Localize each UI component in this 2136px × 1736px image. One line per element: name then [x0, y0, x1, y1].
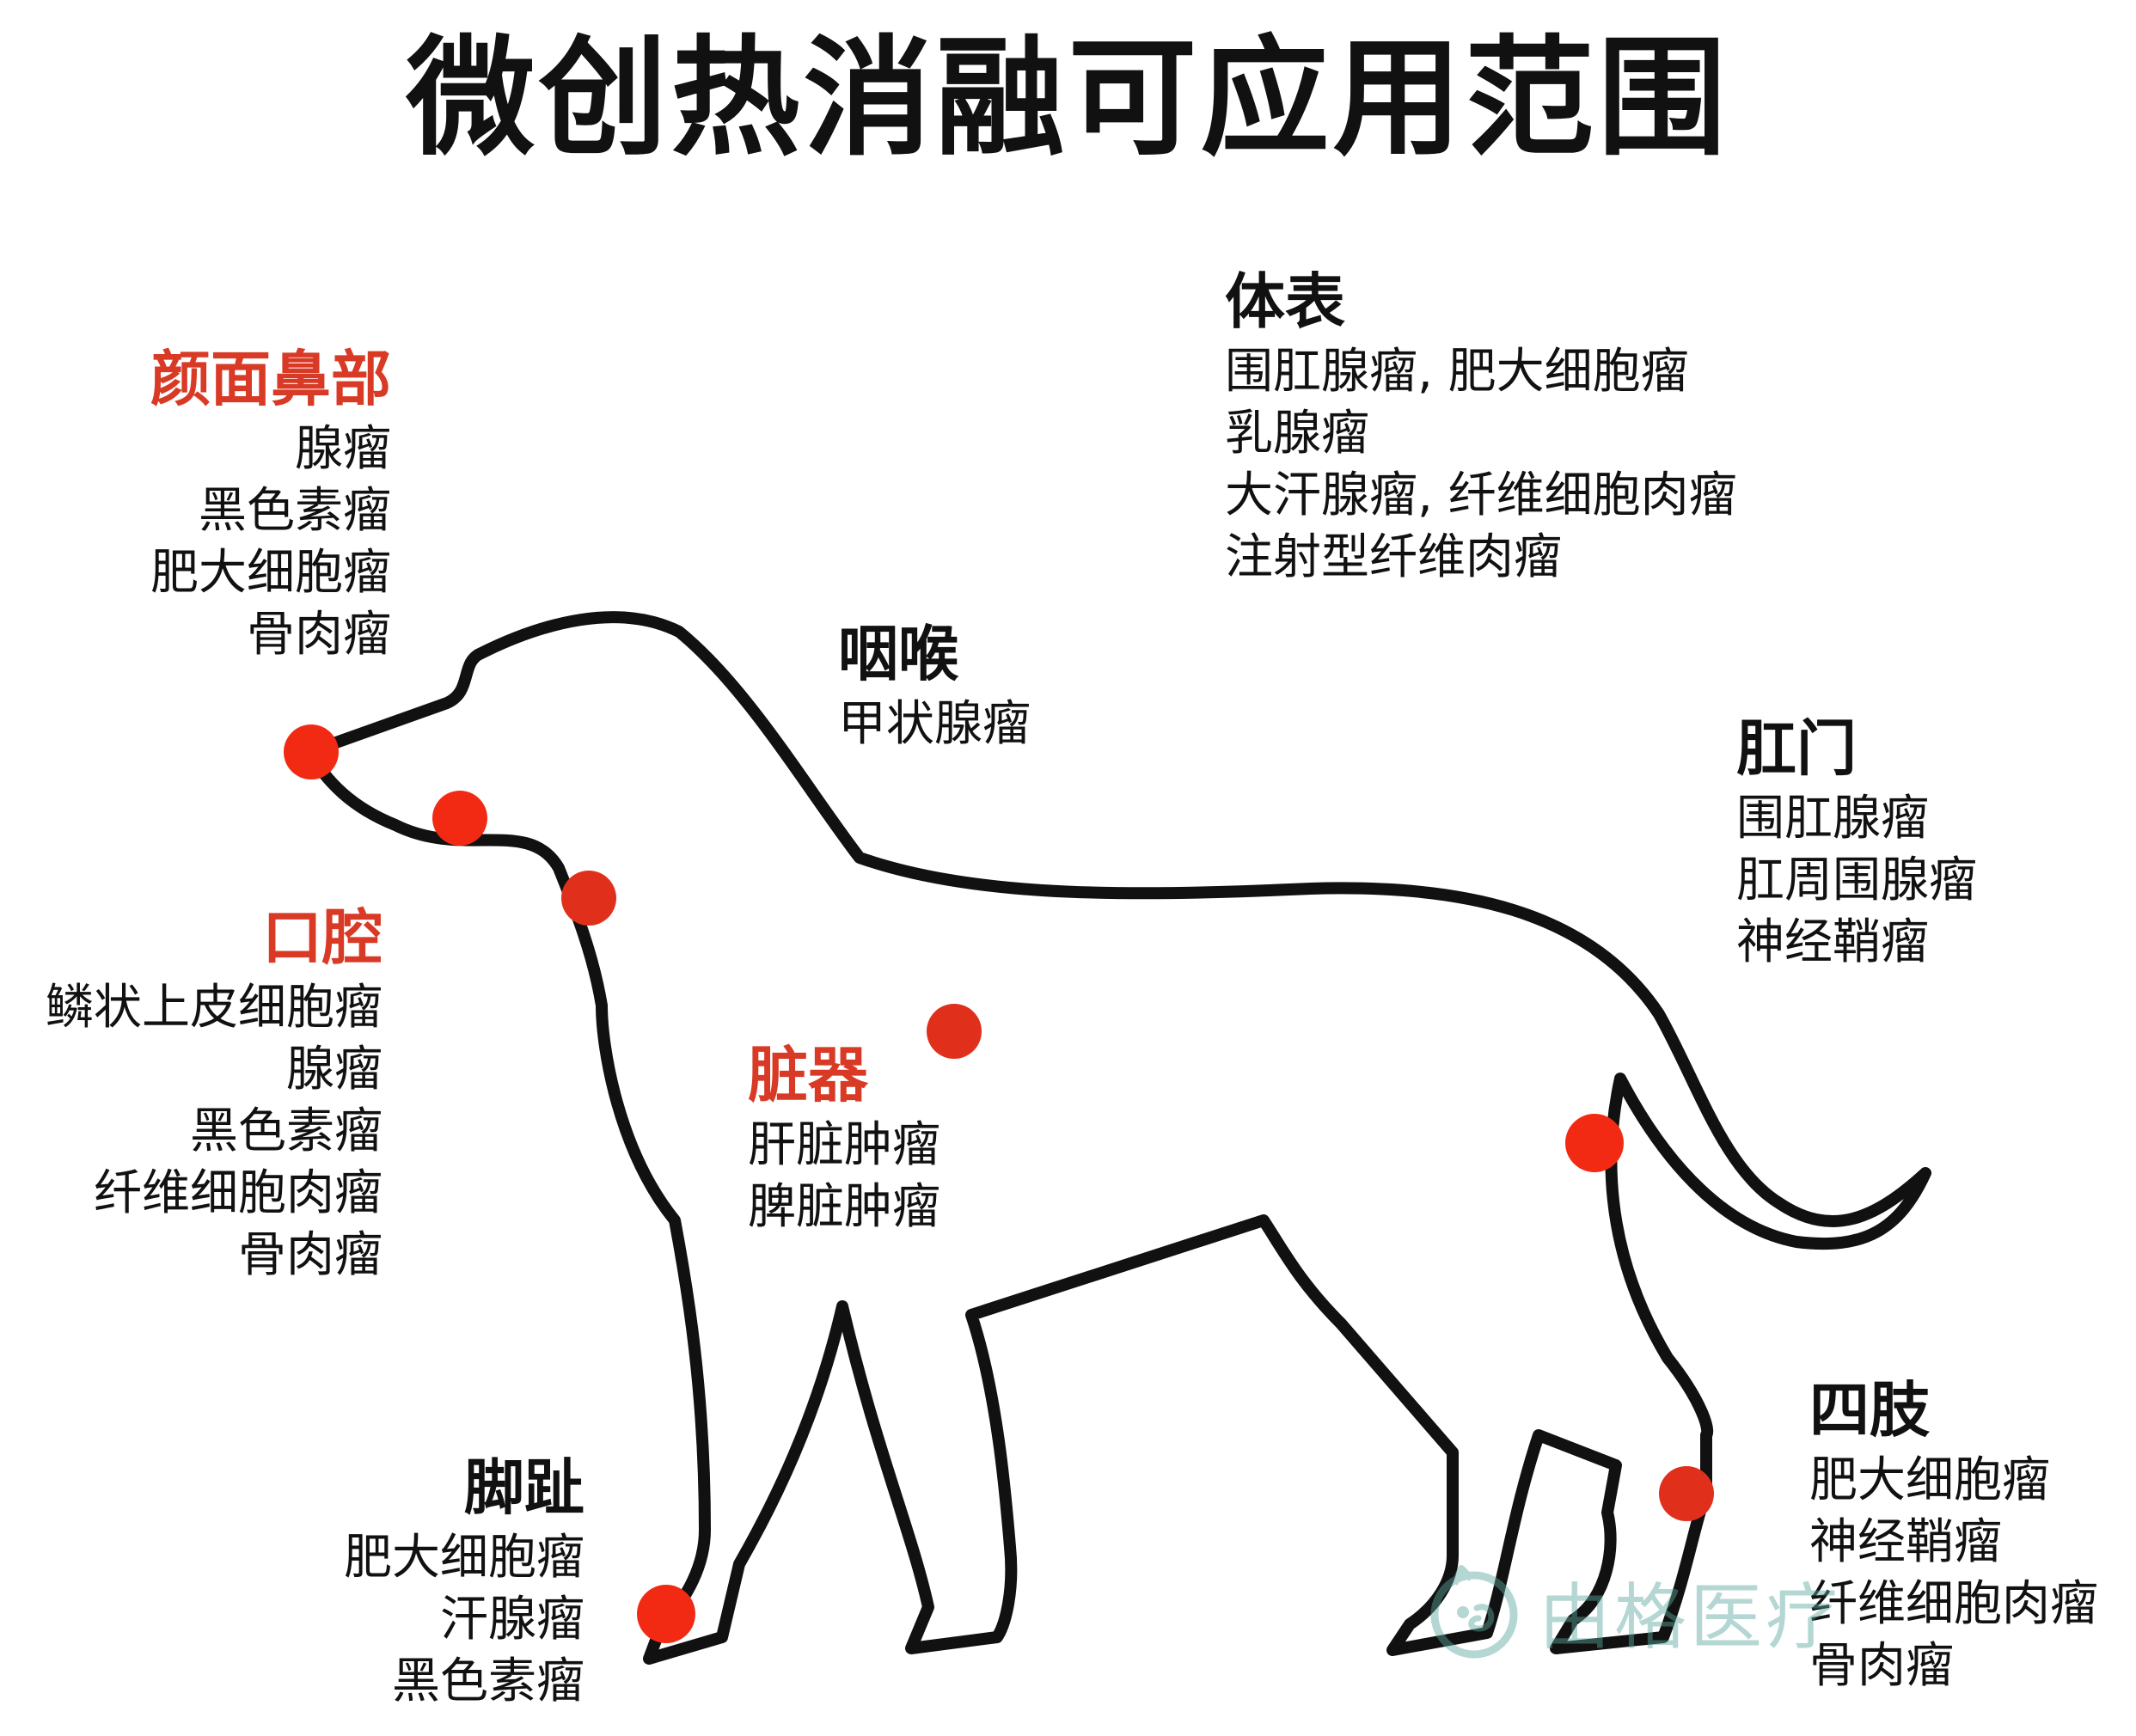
marker-anus: [1565, 1114, 1624, 1172]
list-item: 神经鞘瘤: [1809, 1513, 2002, 1570]
list-item: 骨肉瘤: [247, 606, 391, 663]
list-item: 汗腺瘤: [440, 1591, 584, 1647]
list-item: 肥大细胞瘤: [1809, 1452, 2050, 1508]
marker-nose: [284, 724, 339, 779]
location-markers: [284, 724, 1714, 1643]
marker-throat: [561, 871, 616, 926]
marker-mouth: [432, 791, 487, 846]
list-item: 注射型纤维肉瘤: [1225, 529, 1562, 585]
heading-throat: 咽喉: [838, 619, 958, 689]
mascot-logo-icon: [1430, 1564, 1518, 1658]
dog-outline: [303, 611, 1931, 1665]
heading-anus: 肛门: [1736, 713, 1857, 784]
list-item: 肝脏肿瘤: [748, 1116, 940, 1173]
group-oral: 口腔 鳞状上皮细胞瘤 腺瘤 黑色素瘤 纤维细胞肉瘤 骨肉瘤: [46, 902, 383, 1287]
list-item: 骨肉瘤: [238, 1226, 383, 1283]
heading-toe: 脚趾: [464, 1452, 584, 1523]
group-organ: 脏器 肝脏肿瘤 脾脏肿瘤: [748, 1040, 940, 1238]
marker-limb: [1659, 1466, 1714, 1521]
group-surface: 体表 围肛腺瘤, 肥大细胞瘤 乳腺瘤 大汗腺瘤, 纤维细胞肉瘤 注射型纤维肉瘤: [1225, 266, 1737, 589]
list-item: 鳞状上皮细胞瘤: [46, 979, 383, 1036]
group-anus: 肛门 围肛腺瘤 肛周围腺瘤 神经鞘瘤: [1736, 713, 1977, 974]
heading-face: 颜面鼻部: [150, 344, 391, 414]
list-item: 肥大细胞瘤: [344, 1529, 584, 1586]
list-item: 腺瘤: [295, 420, 391, 477]
group-throat: 咽喉 甲状腺瘤: [838, 619, 1031, 755]
list-item: 大汗腺瘤, 纤维细胞肉瘤: [1225, 467, 1737, 523]
list-item: 围肛腺瘤, 肥大细胞瘤: [1225, 343, 1689, 400]
list-item: 黑色素瘤: [199, 482, 391, 539]
heading-oral: 口腔: [262, 902, 383, 973]
list-item: 纤维细胞肉瘤: [94, 1164, 383, 1221]
group-limb: 四肢 肥大细胞瘤 神经鞘瘤 纤维细胞肉瘤 骨肉瘤: [1809, 1375, 2098, 1697]
watermark: 由格医疗: [1427, 1560, 1841, 1664]
list-item: 甲状腺瘤: [838, 695, 1031, 752]
list-item: 纤维细胞肉瘤: [1809, 1575, 2098, 1632]
list-item: 乳腺瘤: [1225, 405, 1369, 462]
list-item: 腺瘤: [286, 1041, 383, 1097]
list-item: 黑色素瘤: [190, 1103, 383, 1159]
list-item: 神经鞘瘤: [1736, 914, 1929, 970]
heading-surface: 体表: [1225, 266, 1345, 337]
group-face: 颜面鼻部 腺瘤 黑色素瘤 肥大细胞瘤 骨肉瘤: [150, 344, 391, 666]
marker-organ: [927, 1004, 982, 1059]
list-item: 肥大细胞瘤: [150, 544, 391, 601]
list-item: 围肛腺瘤: [1736, 790, 1929, 847]
list-item: 黑色素瘤: [392, 1653, 584, 1709]
group-toe: 脚趾 肥大细胞瘤 汗腺瘤 黑色素瘤: [344, 1452, 584, 1713]
marker-toe: [637, 1585, 695, 1643]
list-item: 骨肉瘤: [1809, 1637, 1954, 1694]
list-item: 肛周围腺瘤: [1736, 852, 1977, 908]
heading-limb: 四肢: [1809, 1375, 1930, 1446]
heading-organ: 脏器: [748, 1040, 868, 1110]
list-item: 脾脏肿瘤: [748, 1178, 940, 1235]
watermark-text: 由格医疗: [1539, 1575, 1842, 1660]
page-title: 微创热消融可应用范围: [406, 24, 1730, 174]
